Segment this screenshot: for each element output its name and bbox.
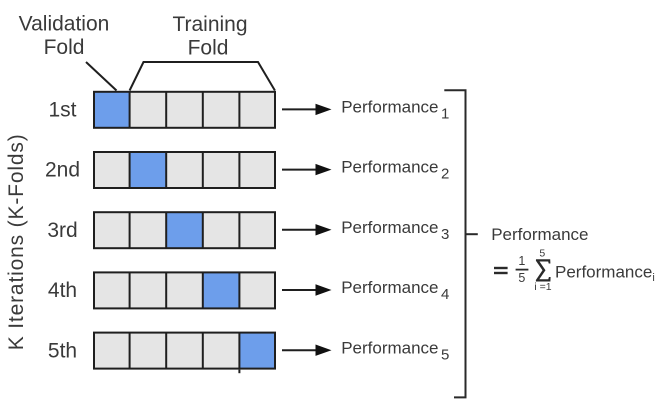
svg-text:4th: 4th [48, 279, 77, 302]
svg-text:2nd: 2nd [45, 159, 80, 182]
svg-text:K Iterations (K-Folds): K Iterations (K-Folds) [5, 134, 28, 350]
svg-text:Training: Training [172, 13, 247, 36]
svg-text:Fold: Fold [44, 36, 85, 59]
svg-text:1st: 1st [48, 99, 76, 122]
svg-text:Fold: Fold [188, 37, 229, 60]
svg-text:Performancei: Performancei [555, 263, 655, 285]
svg-text:Performance: Performance [491, 225, 588, 244]
svg-text:i =1: i =1 [534, 281, 551, 293]
svg-text:5: 5 [539, 248, 545, 260]
svg-text:5: 5 [518, 271, 525, 285]
svg-text:5th: 5th [48, 339, 77, 362]
svg-text:3rd: 3rd [47, 219, 77, 242]
svg-text:1: 1 [518, 254, 525, 268]
svg-text:Validation: Validation [19, 13, 110, 36]
